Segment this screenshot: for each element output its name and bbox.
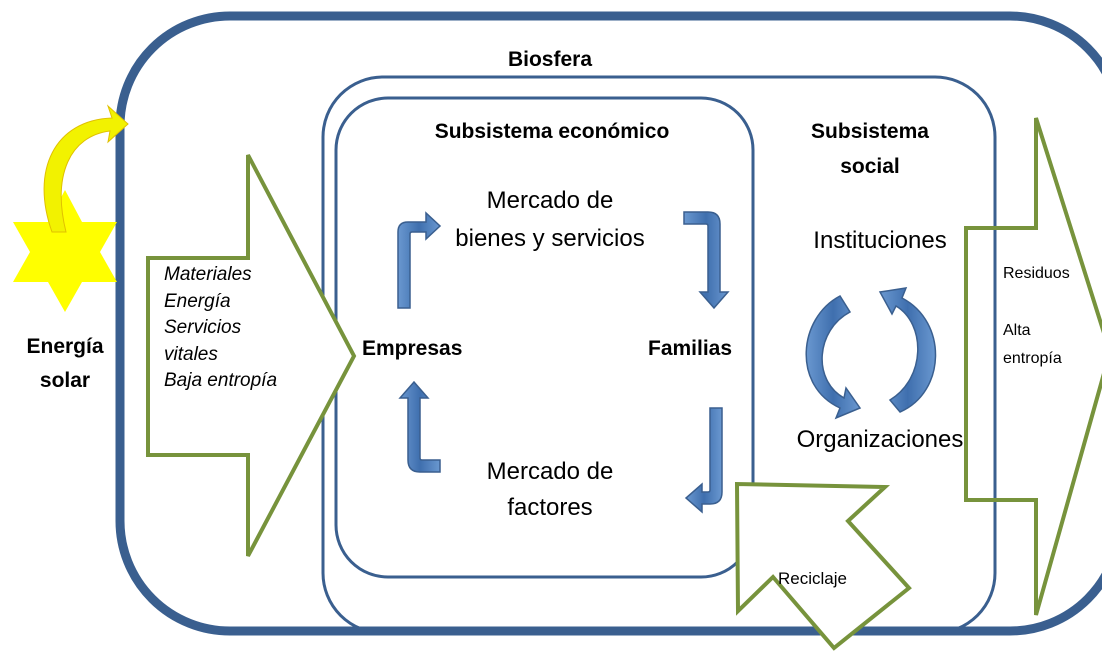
input-items-list: Materiales Energía Servicios vitales Baj… <box>164 262 277 395</box>
input-flow-arrow <box>146 154 357 557</box>
solar-energy-curve-arrow <box>43 104 129 233</box>
cycle-arrow-left-icon <box>805 295 862 420</box>
goods-market-label-line1: Mercado de <box>486 187 614 214</box>
flow-arrow-factors-to-empresas-icon <box>398 380 441 473</box>
flow-arrow-familias-to-factors-icon <box>684 407 723 514</box>
instituciones-label: Instituciones <box>813 227 947 254</box>
input-item: Servicios <box>164 317 242 338</box>
output-item-entropia: entropía <box>1003 350 1062 367</box>
output-item-alta: Alta <box>1003 322 1031 339</box>
social-subsystem-label-line2: social <box>840 155 900 178</box>
input-item: Baja entropía <box>164 370 278 391</box>
input-item: vitales <box>164 343 218 365</box>
solar-energy-label-line1: Energía <box>26 335 104 358</box>
solar-energy-label-line2: solar <box>39 369 91 392</box>
reciclaje-label: Reciclaje <box>778 569 847 588</box>
recycling-arrow <box>734 481 912 651</box>
organizaciones-label: Organizaciones <box>796 426 964 453</box>
economic-subsystem-label: Subsistema económico <box>434 120 670 143</box>
flow-arrow-empresas-to-market-icon <box>397 211 442 309</box>
output-flow-arrow <box>964 117 1102 616</box>
input-item: Energía <box>164 290 231 312</box>
empresas-label: Empresas <box>362 337 463 360</box>
familias-label: Familias <box>648 337 733 360</box>
sun-star-icon <box>13 190 117 312</box>
cycle-arrow-right-icon <box>878 287 937 413</box>
goods-market-label-line2: bienes y servicios <box>455 225 645 252</box>
biosphere-boundary <box>115 11 1102 636</box>
biosphere-label: Biosfera <box>507 48 593 71</box>
social-subsystem-label-line1: Subsistema <box>811 120 929 143</box>
flow-arrow-market-to-familias-icon <box>683 211 730 310</box>
output-item-residuos: Residuos <box>1003 265 1070 282</box>
factors-market-label-line2: factores <box>507 494 593 521</box>
input-item: Materiales <box>164 264 252 285</box>
factors-market-label-line1: Mercado de <box>486 458 614 485</box>
